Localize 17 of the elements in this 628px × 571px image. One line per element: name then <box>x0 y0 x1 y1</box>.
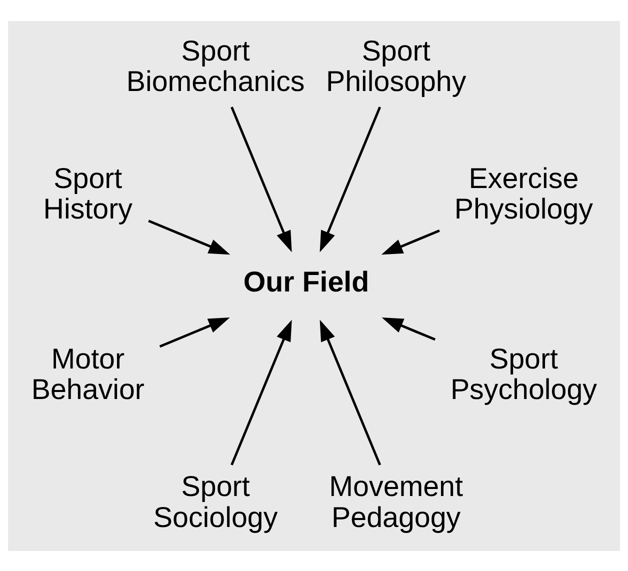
node-text: Sport Philosophy <box>326 34 466 98</box>
arrow <box>230 319 292 465</box>
node-text: Motor Behavior <box>31 342 144 406</box>
arrow <box>381 229 440 254</box>
arrow <box>159 316 230 348</box>
node-text: Sport Biomechanics <box>126 34 305 98</box>
node-text: Our Field <box>243 266 370 298</box>
arrow <box>148 219 230 254</box>
node-text: Movement Pedagogy <box>329 470 463 534</box>
arrow <box>230 106 292 252</box>
node-text: Sport Sociology <box>153 470 278 534</box>
node-text: Exercise Physiology <box>454 162 594 226</box>
node-text: Sport Psychology <box>450 342 597 406</box>
arrow <box>382 316 436 340</box>
node-text: Sport History <box>43 162 132 226</box>
arrow <box>320 106 382 252</box>
arrow <box>320 319 382 465</box>
